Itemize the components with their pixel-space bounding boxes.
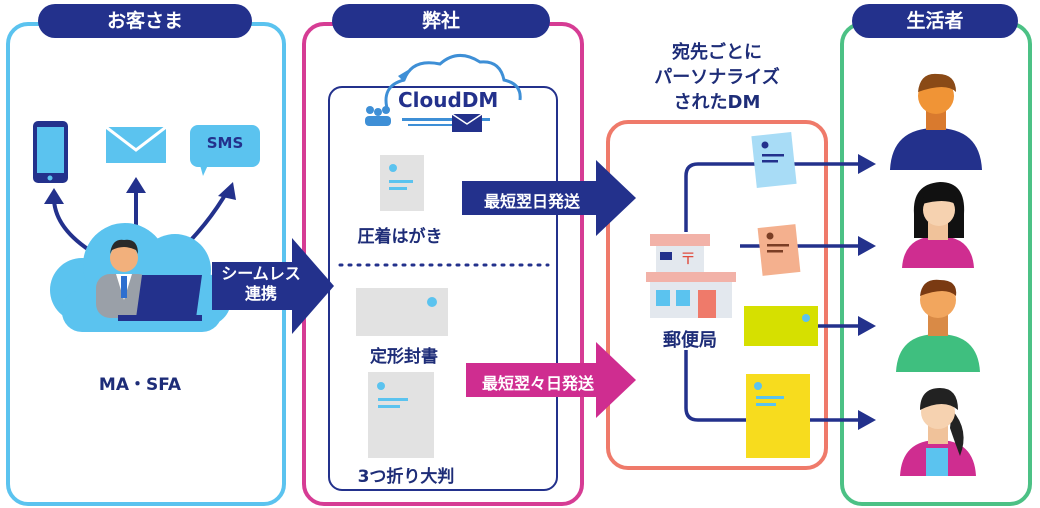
company-title: 弊社 [332, 4, 550, 38]
personalized-dm-orange [757, 224, 801, 276]
pressure-seal-postcard-label: 圧着はがき [357, 227, 443, 247]
seamless-integration-label: シームレス 連携 [218, 264, 304, 304]
two-day-label: 最短翌々日発送 [481, 374, 594, 393]
recipient-person-4-icon [900, 388, 976, 476]
two-day-arrow [466, 342, 636, 418]
recipient-person-1-icon [890, 73, 982, 170]
svg-text:〒: 〒 [680, 249, 696, 268]
sms-label: SMS [206, 134, 244, 152]
standard-envelope-icon [356, 288, 448, 336]
seamless-line-2: 連携 [244, 284, 277, 303]
caption-line-1: 宛先ごとに [672, 42, 762, 63]
next-day-arrow [462, 160, 636, 236]
trifold-large-label: 3つ折り大判 [357, 467, 455, 487]
caption-line-3: されたDM [673, 92, 761, 113]
standard-envelope-label: 定形封書 [370, 347, 438, 367]
recipient-person-3-icon [896, 279, 980, 372]
mail-icon [105, 125, 167, 163]
next-day-label: 最短翌日発送 [483, 192, 580, 211]
personalized-dm-light-blue [751, 132, 797, 188]
seamless-integration-arrow [212, 238, 334, 334]
caption-line-2: パーソナライズ [654, 67, 780, 88]
post-office-panel [606, 120, 828, 470]
post-office-building-icon: 〒 [646, 234, 736, 318]
ma-sfa-label: MA・SFA [98, 375, 182, 395]
recipients-title: 生活者 [852, 4, 1018, 38]
laptop-icon [118, 275, 202, 321]
sms-bubble-icon [190, 125, 260, 176]
smartphone-icon [33, 121, 68, 183]
post-office-label: 郵便局 [663, 330, 717, 351]
personalized-dm-yellow [746, 374, 810, 458]
clouddm-logo [365, 54, 522, 132]
personalized-caption: 宛先ごとに パーソナライズ されたDM [622, 40, 812, 115]
seamless-line-1: シームレス [221, 264, 301, 283]
clouddm-logo-text: CloudDM [398, 88, 499, 112]
customer-title: お客さま [38, 4, 252, 38]
recipient-person-2-icon [902, 182, 974, 268]
trifold-large-mail-icon [368, 372, 434, 458]
personalized-dm-green [744, 306, 818, 346]
pressure-seal-postcard-icon [380, 155, 424, 211]
